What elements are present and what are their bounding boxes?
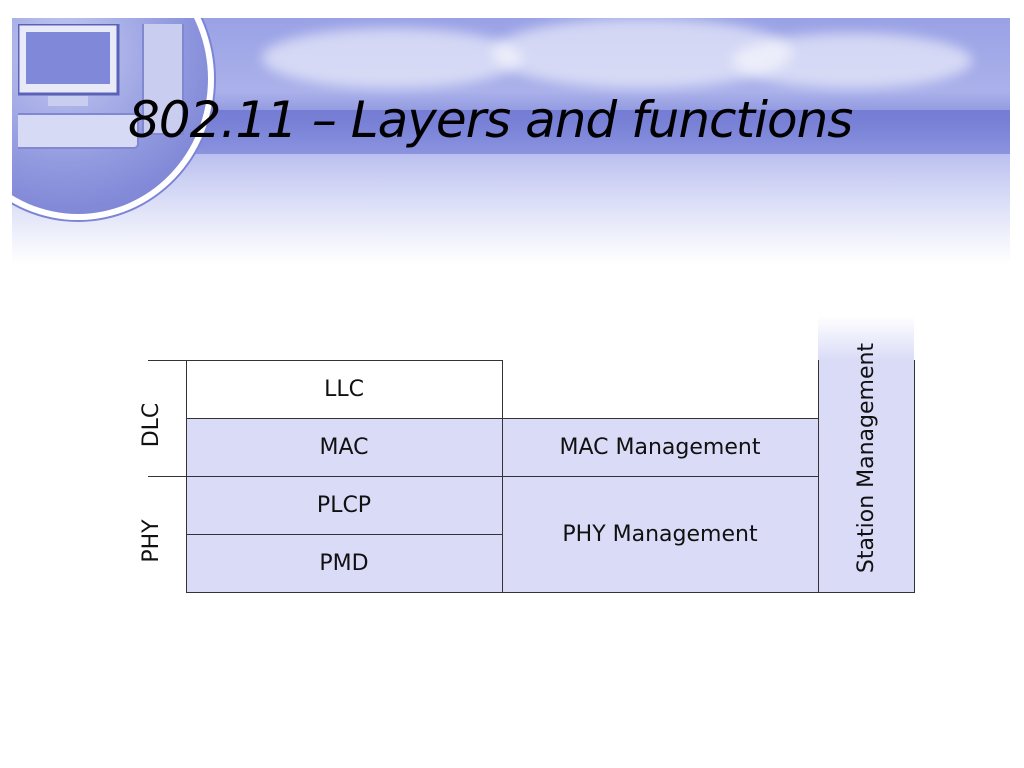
station-management-label: Station Management (853, 342, 879, 574)
group-dlc-label: DLC (138, 402, 164, 448)
grid-line (818, 360, 819, 592)
station-management (818, 360, 914, 592)
layer-llc-label: LLC (324, 376, 364, 402)
grid-line (148, 360, 502, 361)
cloud-decoration (262, 28, 522, 88)
grid-line (502, 360, 503, 592)
grid-line (186, 534, 502, 535)
cloud-decoration (732, 33, 972, 88)
layer-plcp: PLCP (186, 476, 502, 534)
layer-mac: MAC (186, 418, 502, 476)
layer-pmd: PMD (186, 534, 502, 592)
layer-plcp-label: PLCP (316, 492, 372, 518)
grid-line (914, 360, 915, 592)
phy-management-label: PHY Management (562, 521, 758, 547)
slide-title: 802.11 – Layers and functions (128, 91, 853, 149)
grid-line (186, 592, 915, 593)
station-management-header (818, 316, 914, 360)
header-banner: 802.11 – Layers and functions (12, 18, 1010, 263)
grid-line (186, 360, 187, 592)
group-phy-label: PHY (138, 519, 164, 563)
empty-cell (502, 360, 818, 418)
layer-mac-label: MAC (319, 434, 369, 460)
mac-management: MAC Management (502, 418, 818, 476)
layer-pmd-label: PMD (319, 550, 369, 576)
computer-icon (18, 24, 184, 149)
layer-llc: LLC (186, 360, 502, 418)
mac-management-label: MAC Management (559, 434, 761, 460)
phy-management: PHY Management (502, 476, 818, 592)
grid-line (148, 476, 818, 477)
